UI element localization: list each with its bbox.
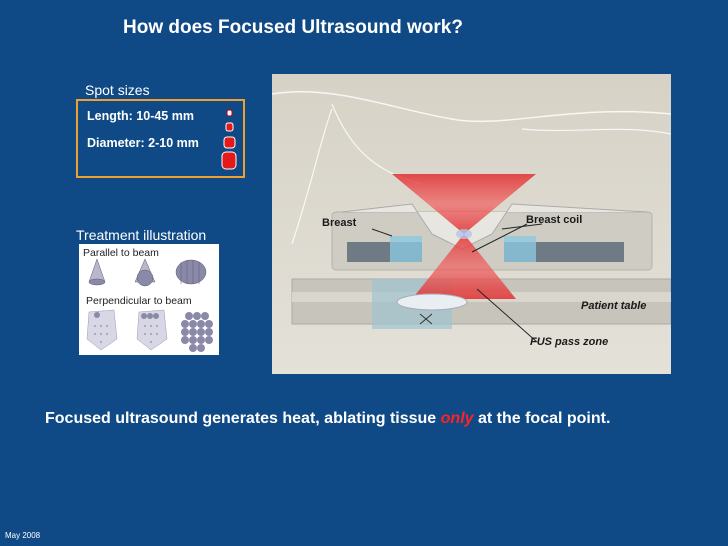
statement-part2: at the focal point.	[473, 410, 611, 427]
slide-date: May 2008	[5, 531, 41, 540]
spot-diameter-text: Diameter: 2-10 mm	[87, 136, 199, 150]
label-fus-pass-zone: FUS pass zone	[530, 336, 609, 348]
setup-illustration	[272, 74, 671, 374]
statement-emphasis: only	[440, 410, 474, 427]
spot-sizes-box: Length: 10-45 mm Diameter: 2-10 mm	[76, 99, 245, 178]
spot-sizes-label: Spot sizes	[85, 82, 150, 98]
label-breast: Breast	[322, 217, 357, 229]
label-patient-table: Patient table	[581, 300, 647, 312]
focused-ultrasound-setup-image: Breast Breast coil Patient table FUS pas…	[272, 74, 671, 374]
treatment-diagram	[86, 258, 213, 352]
treatment-illustration-label: Treatment illustration	[76, 227, 207, 243]
label-breast-coil: Breast coil	[526, 214, 583, 226]
spot-size-icons	[221, 109, 237, 170]
treatment-illustration-box: Parallel to beam Perpendicular to beam	[79, 244, 219, 355]
spot-length-text: Length: 10-45 mm	[87, 109, 194, 123]
perpendicular-to-beam-label: Perpendicular to beam	[86, 295, 192, 307]
slide-title: How does Focused Ultrasound work?	[123, 17, 463, 38]
statement-text: Focused ultrasound generates heat, ablat…	[45, 405, 675, 432]
parallel-to-beam-label: Parallel to beam	[83, 247, 159, 259]
statement-part1: Focused ultrasound generates heat, ablat…	[45, 410, 441, 427]
